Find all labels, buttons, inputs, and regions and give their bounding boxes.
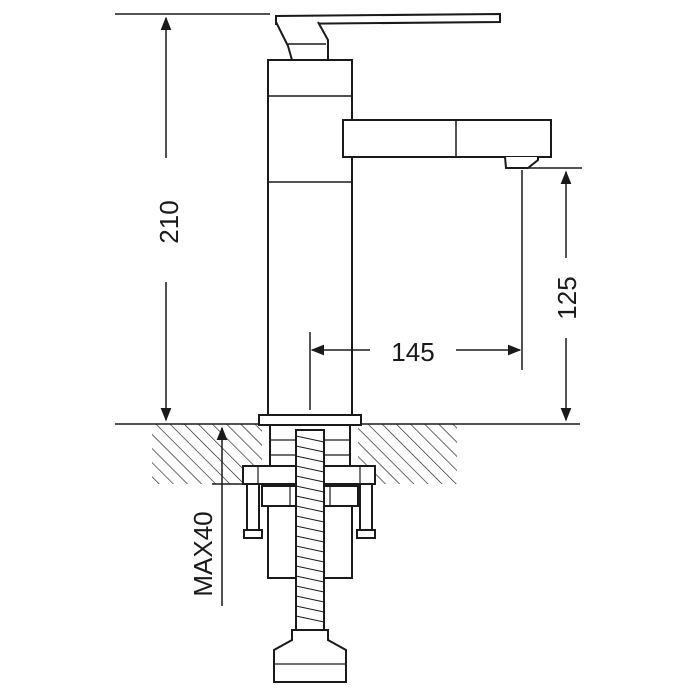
spout-height-label: 125 [552, 276, 582, 319]
height-total-label: 210 [154, 200, 184, 243]
mounting-hardware [242, 424, 376, 683]
spout [342, 119, 552, 169]
max-thickness-label: MAX40 [188, 511, 218, 596]
dimension-spout-reach [309, 332, 522, 410]
lever-handle [275, 12, 501, 61]
dimension-total-height [115, 13, 270, 422]
dimension-spout-height [521, 167, 582, 422]
spout-reach-label: 145 [391, 337, 434, 367]
dimension-max-thickness [212, 426, 262, 606]
